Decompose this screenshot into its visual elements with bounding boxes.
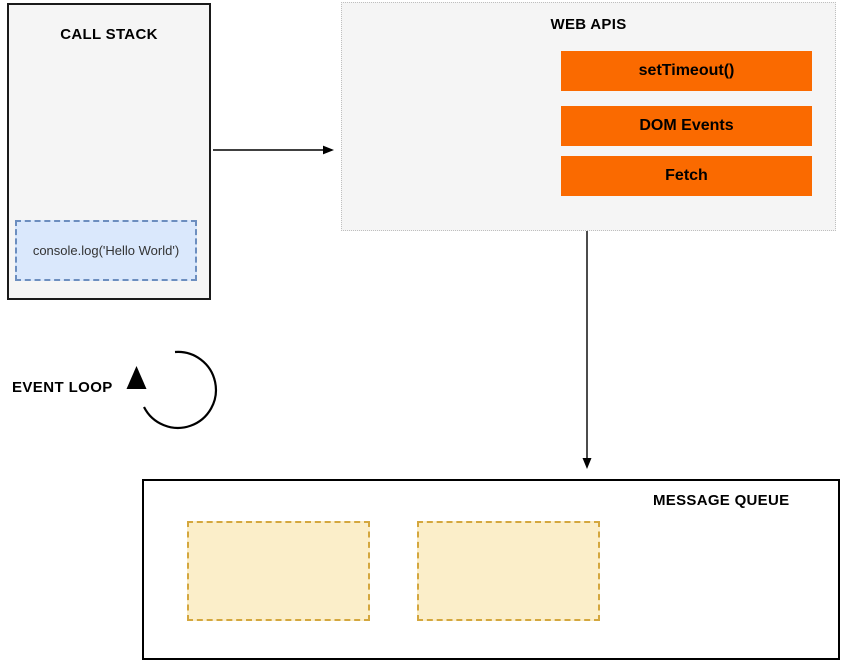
message-queue-title: MESSAGE QUEUE bbox=[653, 492, 790, 509]
web-apis-title: WEB APIS bbox=[550, 16, 627, 33]
message-queue-panel: MESSAGE QUEUE bbox=[142, 479, 840, 660]
arrow-down-icon bbox=[582, 231, 592, 469]
api-item-settimeout: setTimeout() bbox=[561, 51, 812, 91]
stack-frame: console.log('Hello World') bbox=[15, 220, 197, 281]
api-item-dom-events: DOM Events bbox=[561, 106, 812, 146]
arrow-right-icon bbox=[213, 145, 334, 155]
call-stack-title: CALL STACK bbox=[60, 26, 158, 43]
queue-slot-empty bbox=[187, 521, 370, 621]
web-apis-panel: WEB APIS setTimeout() DOM Events Fetch bbox=[341, 2, 836, 231]
circular-arrow-icon bbox=[126, 350, 218, 429]
api-item-fetch: Fetch bbox=[561, 156, 812, 196]
call-stack-panel: CALL STACK console.log('Hello World') bbox=[7, 3, 211, 300]
queue-slot-empty bbox=[417, 521, 600, 621]
event-loop-label: EVENT LOOP bbox=[12, 379, 113, 396]
stack-frame-label: console.log('Hello World') bbox=[32, 243, 180, 258]
